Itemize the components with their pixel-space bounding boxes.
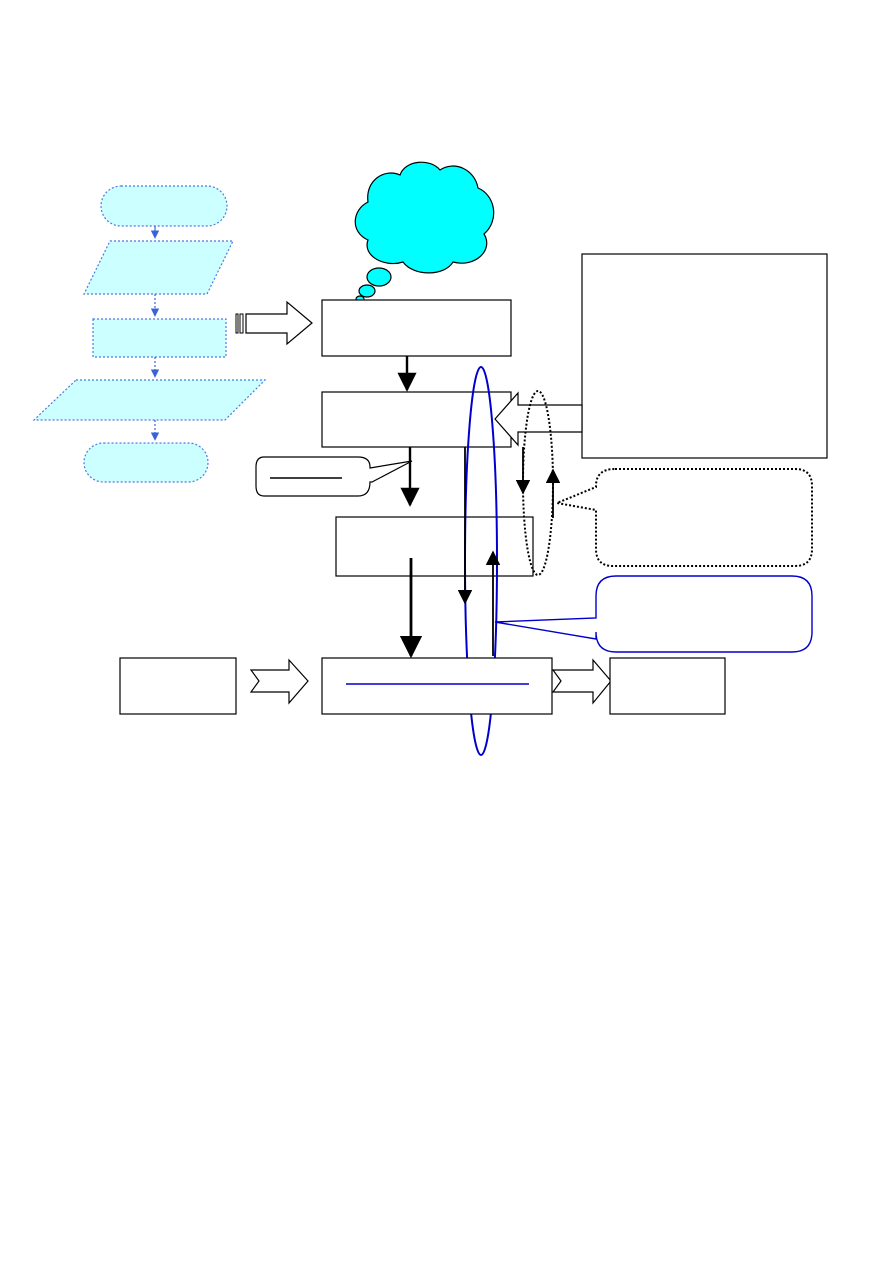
callout-dotted <box>553 468 813 567</box>
flow-output-parallelogram <box>32 379 267 421</box>
box-third <box>335 516 534 577</box>
callout-blue <box>494 575 813 653</box>
note-box-right <box>581 253 828 459</box>
chevron-arrow-main-to-right <box>551 658 612 705</box>
flow-start-terminal <box>100 185 228 227</box>
box-right-output <box>609 657 726 715</box>
chevron-arrow-left-to-main <box>249 658 309 705</box>
flow-end-terminal <box>83 442 209 483</box>
box-left-input <box>119 657 237 715</box>
callout-small <box>255 456 413 497</box>
box-top <box>321 299 512 357</box>
box-second <box>321 391 512 448</box>
box-main <box>321 657 553 715</box>
striped-block-arrow <box>235 300 313 346</box>
thought-cloud <box>354 161 495 303</box>
flow-input-parallelogram <box>83 240 234 295</box>
flow-process-box <box>92 318 227 358</box>
block-arrow-note-to-second <box>494 391 583 447</box>
